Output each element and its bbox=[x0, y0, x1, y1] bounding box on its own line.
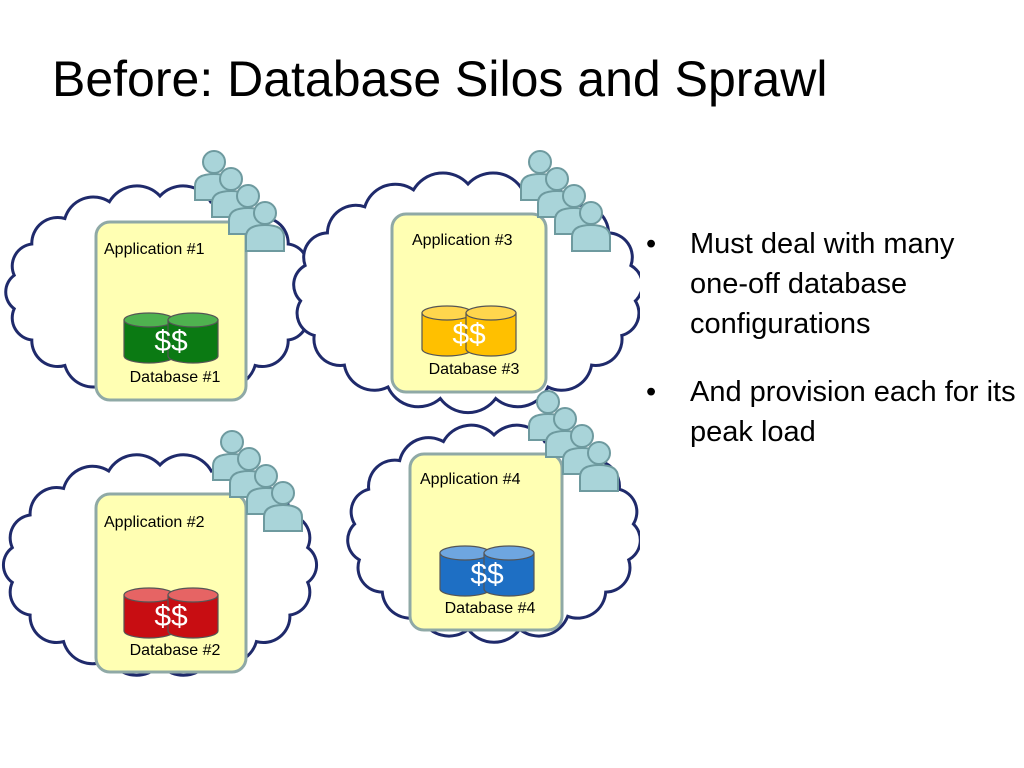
cost-symbol: $$ bbox=[154, 600, 188, 633]
user-group-icon bbox=[194, 150, 285, 252]
bullet-text: Must deal with many one-off database con… bbox=[690, 228, 955, 340]
bullet-list: • Must deal with many one-off database c… bbox=[646, 224, 1016, 480]
slide-title: Before: Database Silos and Sprawl bbox=[52, 51, 828, 107]
cost-symbol: $$ bbox=[154, 325, 188, 358]
bullet-text: And provision each for its peak load bbox=[690, 376, 1016, 448]
application-label: Application #2 bbox=[104, 514, 205, 531]
user-group-icon bbox=[212, 430, 303, 532]
user-group-icon bbox=[520, 150, 611, 252]
application-label: Application #4 bbox=[420, 471, 521, 488]
silo-app3: Application #3 $$ Database #3 bbox=[292, 171, 640, 415]
database-green-icon bbox=[123, 312, 219, 364]
database-red-icon bbox=[123, 587, 219, 639]
database-label: Database #1 bbox=[130, 369, 221, 386]
bullet-item: • And provision each for its peak load bbox=[646, 372, 1016, 452]
database-blue-icon bbox=[439, 545, 535, 597]
cost-symbol: $$ bbox=[452, 318, 486, 351]
silo-app1: Application #1 $$ Database #1 bbox=[4, 184, 316, 402]
silo-app2: Application #2 $$ Database #2 bbox=[2, 453, 318, 677]
database-label: Database #2 bbox=[130, 642, 221, 659]
user-group-icon bbox=[528, 390, 619, 492]
application-label: Application #3 bbox=[412, 232, 513, 249]
database-label: Database #3 bbox=[429, 361, 520, 378]
silo-app4: Application #4 $$ Database #4 bbox=[346, 423, 640, 644]
bullet-dot-icon: • bbox=[646, 376, 657, 408]
cost-symbol: $$ bbox=[470, 558, 504, 591]
application-label: Application #1 bbox=[104, 241, 205, 258]
database-label: Database #4 bbox=[445, 600, 536, 617]
bullet-dot-icon: • bbox=[646, 228, 657, 260]
bullet-item: • Must deal with many one-off database c… bbox=[646, 224, 1016, 344]
database-yellow-icon bbox=[421, 305, 517, 357]
